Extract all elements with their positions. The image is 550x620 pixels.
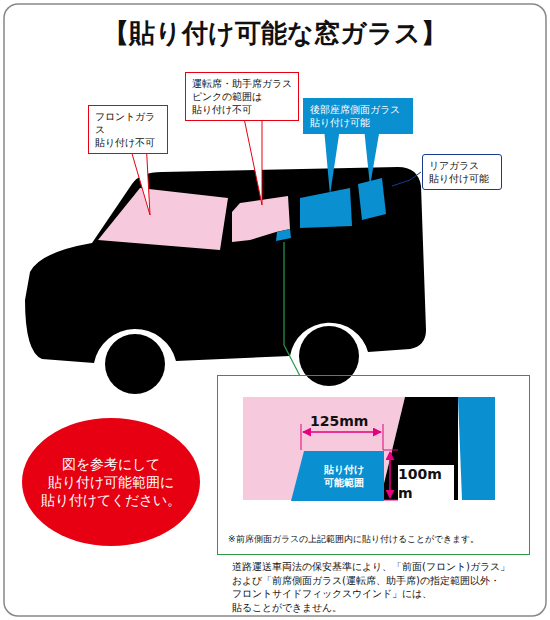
box-text: リアガラス 貼り付け可能 <box>429 159 495 185</box>
box-text: 運転席・助手席ガラス ピンクの範囲は 貼り付け不可 <box>192 77 292 116</box>
rear-side-window <box>300 188 352 228</box>
callout-tail <box>364 128 380 186</box>
callout-box: 運転席・助手席ガラス ピンクの範囲は 貼り付け不可 <box>185 72 299 121</box>
legal-note: 道路運送車両法の保安基準により、「前面(フロント)ガラス」および「前席側面ガラス… <box>232 560 532 614</box>
frame <box>4 4 546 616</box>
leader-line <box>284 242 300 376</box>
dimension-line <box>303 431 381 433</box>
side-mirror <box>222 246 238 262</box>
dimension-label: 125mm <box>310 412 380 431</box>
allowed-area-patch <box>276 229 291 241</box>
callout-box: 後部座席側面ガラス 貼り付け可能 <box>303 98 413 134</box>
extension-line <box>383 500 398 501</box>
box-text: ※前席側面ガラスの上記範囲内に貼り付けることができます。 <box>228 534 521 546</box>
front-wheel <box>105 334 165 394</box>
box-text: フロントガラス 貼り付け不可 <box>95 110 161 149</box>
trapezoid-fill <box>291 451 384 501</box>
windshield <box>98 188 228 250</box>
dimension-line <box>389 452 391 498</box>
note-ellipse: 図を参考にして 貼り付け可能範囲に 貼り付けてください。 <box>22 418 200 546</box>
box-text: 貼り付け 可能範囲 <box>307 463 380 489</box>
extension-line <box>383 450 398 451</box>
ellipse-fill <box>22 418 200 546</box>
front-side-window <box>232 196 290 242</box>
detail-rear-window <box>458 397 495 500</box>
allowed-area: 貼り付け 可能範囲 <box>291 451 384 501</box>
detail-box: ※前席側面ガラスの上記範囲内に貼り付けることができます。 貼り付け 可能範囲 <box>217 375 530 555</box>
car-body <box>25 167 426 363</box>
rear-wheel <box>299 326 359 386</box>
extension-line <box>383 424 384 450</box>
leader-line <box>392 172 421 186</box>
extension-line <box>301 424 302 450</box>
rear-window <box>358 178 386 220</box>
detail-window <box>243 397 405 500</box>
callout-tail <box>244 118 262 205</box>
box-text: 図を参考にして 貼り付け可能範囲に 貼り付けてください。 <box>36 455 186 510</box>
callout-tail <box>324 128 340 195</box>
trapezoid-outline <box>291 451 384 501</box>
callout-box: リアガラス 貼り付け可能 <box>422 154 502 190</box>
dimension-label: 100mm <box>398 465 454 503</box>
title: 【貼り付け可能な窓ガラス】 <box>0 16 550 51</box>
box-text: 後部座席側面ガラス 貼り付け可能 <box>310 103 406 129</box>
callout-box: フロントガラス 貼り付け不可 <box>88 105 168 154</box>
